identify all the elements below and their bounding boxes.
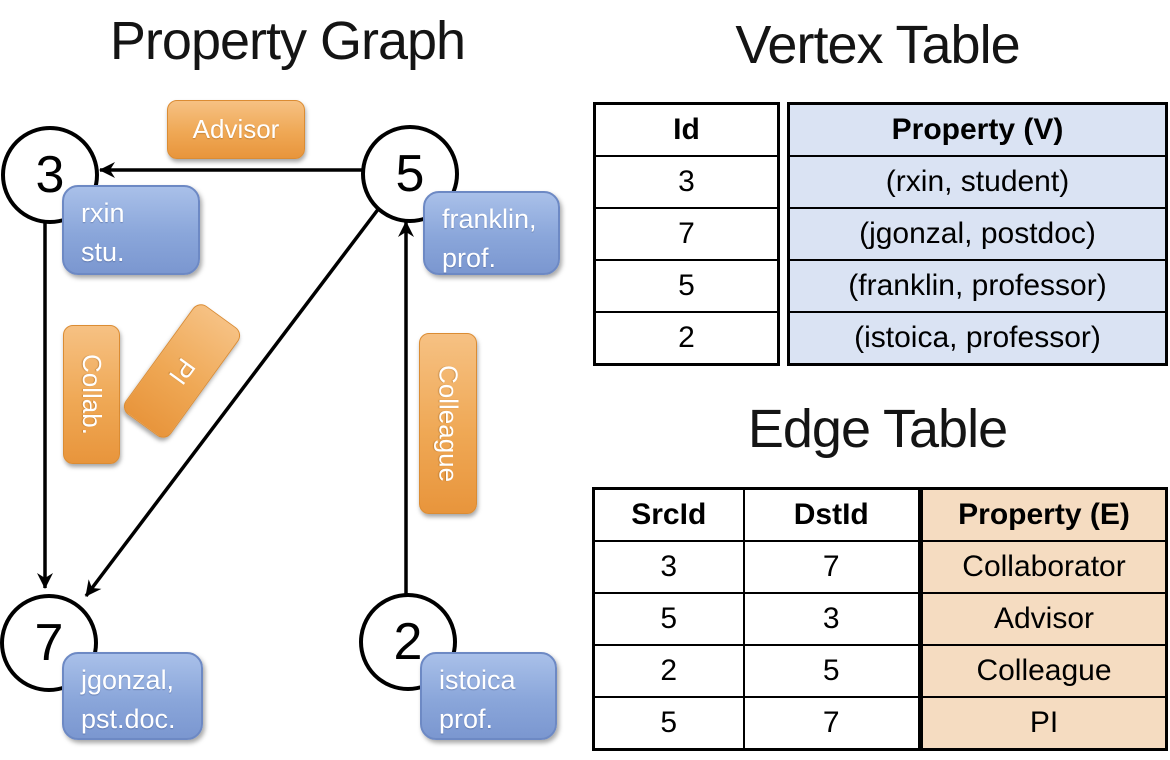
vertex-node-2-id: 2 (393, 613, 423, 671)
vertex-property-box-franklin: franklin, prof. (423, 191, 560, 275)
vertex-property-line: pst.doc. (81, 704, 176, 734)
vertex-property-line: istoica (439, 665, 516, 695)
vertex-table-title: Vertex Table (735, 15, 1020, 75)
edge-property-cell: Advisor (920, 592, 1168, 646)
vertex-property-cell: (franklin, professor) (787, 259, 1168, 313)
edge-table-property-header: Property (E) (920, 487, 1168, 542)
vertex-node-5-id: 5 (395, 145, 425, 203)
vertex-property-cell: (jgonzal, postdoc) (787, 207, 1168, 261)
table-row: 3 (593, 155, 780, 209)
vertex-property-line: rxin (81, 198, 125, 228)
vertex-node-3-id: 3 (35, 146, 65, 204)
edge-label-colleague: Colleague (419, 333, 477, 514)
edge-table-srcid-header: SrcId (592, 487, 745, 542)
table-row: (franklin, professor) (787, 259, 1168, 313)
vertex-table-property-column: Property (V) (rxin, student) (jgonzal, p… (787, 102, 1168, 366)
vertex-property-line: prof. (439, 704, 494, 734)
edge-property-cell: Colleague (920, 644, 1168, 698)
table-row: 3 7 (592, 540, 921, 594)
edge-table-dstid-header: DstId (742, 487, 921, 542)
table-row: Collaborator (920, 540, 1168, 594)
edge-label-collab: Collab. (63, 325, 120, 464)
edge-arrow-pi-5-to-7 (84, 169, 409, 598)
edge-label-advisor-text: Advisor (192, 114, 280, 144)
table-row: (jgonzal, postdoc) (787, 207, 1168, 261)
vertex-node-2: 2 (359, 593, 457, 691)
vertex-id-cell: 3 (593, 155, 780, 209)
vertex-node-7-id: 7 (34, 614, 64, 672)
table-row: 2 5 (592, 644, 921, 698)
vertex-property-box-rxin: rxin stu. (62, 185, 200, 275)
edge-label-pi-text: PI (163, 352, 202, 391)
table-row: Advisor (920, 592, 1168, 646)
edge-table-title: Edge Table (747, 399, 1008, 459)
edge-label-advisor: Advisor (167, 100, 305, 159)
edge-table-property-column: Property (E) Collaborator Advisor Collea… (920, 487, 1168, 751)
property-graph-title: Property Graph (109, 11, 466, 71)
table-row: 5 7 (592, 696, 921, 751)
edge-table-id-columns: SrcId DstId 3 7 5 3 2 5 5 7 (592, 487, 921, 751)
vertex-id-cell: 2 (593, 311, 780, 366)
vertex-table-property-header: Property (V) (787, 102, 1168, 157)
vertex-property-box-jgonzal: jgonzal, pst.doc. (62, 652, 203, 740)
vertex-property-line: franklin, (442, 204, 537, 234)
vertex-property-box-istoica: istoica prof. (420, 652, 557, 740)
edge-dst-cell: 7 (742, 696, 921, 751)
vertex-property-line: stu. (81, 237, 125, 267)
edge-label-collab-text: Collab. (77, 354, 107, 435)
vertex-id-cell: 5 (593, 259, 780, 313)
edge-src-cell: 2 (592, 644, 745, 698)
table-row: (rxin, student) (787, 155, 1168, 209)
edge-dst-cell: 7 (742, 540, 921, 594)
table-row: 7 (593, 207, 780, 261)
table-row: PI (920, 696, 1168, 751)
edge-src-cell: 5 (592, 592, 745, 646)
vertex-table-id-column: Id 3 7 5 2 (593, 102, 780, 366)
edge-property-cell: PI (920, 696, 1168, 751)
edge-dst-cell: 3 (742, 592, 921, 646)
vertex-property-line: prof. (442, 243, 497, 273)
vertex-id-cell: 7 (593, 207, 780, 261)
edge-property-cell: Collaborator (920, 540, 1168, 594)
vertex-property-cell: (rxin, student) (787, 155, 1168, 209)
table-row: (istoica, professor) (787, 311, 1168, 366)
table-row: 5 3 (592, 592, 921, 646)
graph-edges-svg (37, 162, 414, 605)
vertex-table-id-header: Id (593, 102, 780, 157)
vertex-property-line: jgonzal, (81, 665, 175, 695)
table-row: 5 (593, 259, 780, 313)
table-row: 2 (593, 311, 780, 366)
edge-label-colleague-text: Colleague (433, 364, 464, 483)
edge-src-cell: 3 (592, 540, 745, 594)
edge-dst-cell: 5 (742, 644, 921, 698)
edge-src-cell: 5 (592, 696, 745, 751)
vertex-property-cell: (istoica, professor) (787, 311, 1168, 366)
table-row: Colleague (920, 644, 1168, 698)
